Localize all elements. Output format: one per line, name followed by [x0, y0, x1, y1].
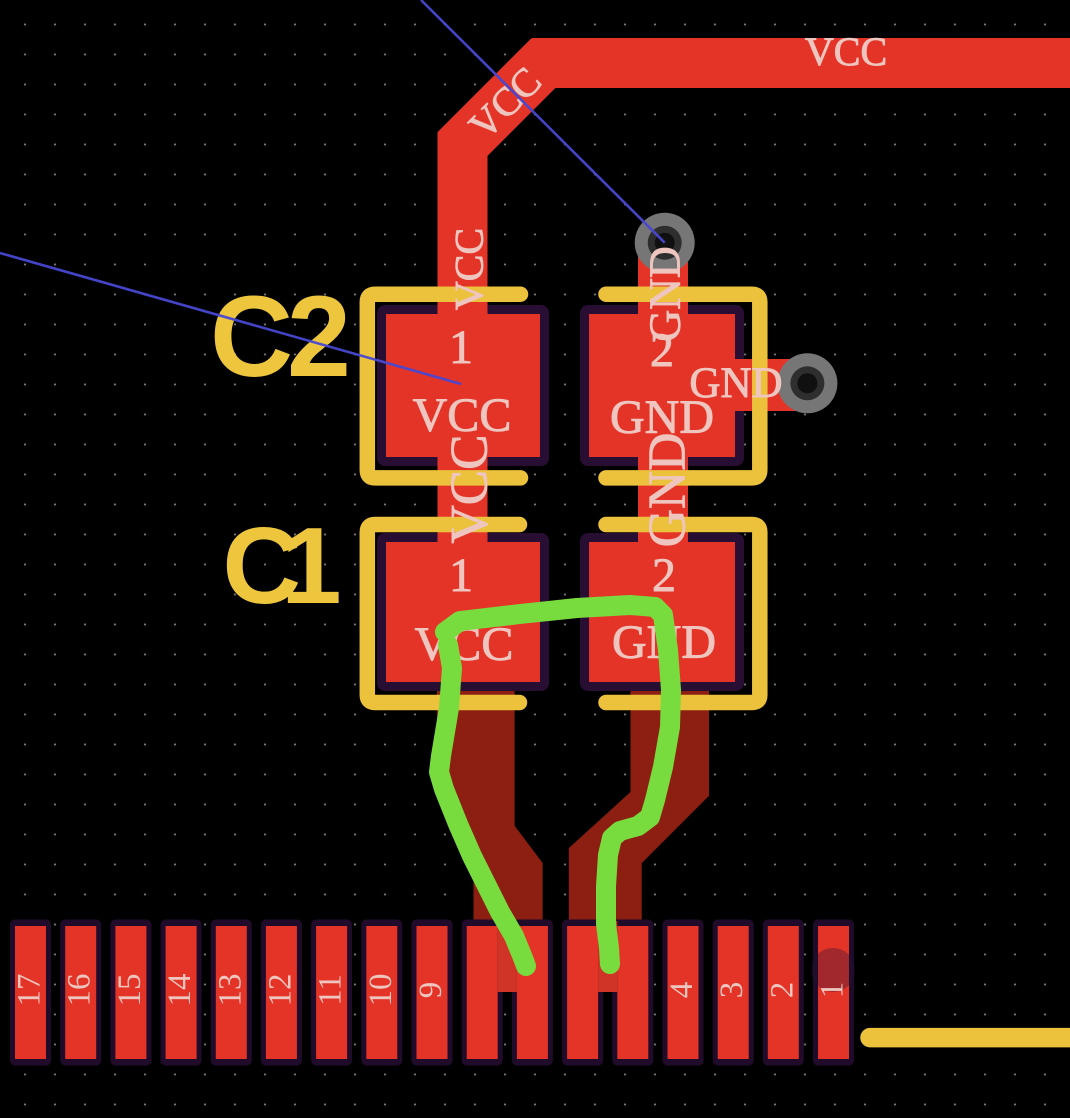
svg-text:VCC: VCC [447, 228, 492, 310]
svg-text:C2: C2 [210, 273, 347, 401]
svg-text:10: 10 [363, 974, 399, 1007]
svg-text:GND: GND [641, 246, 690, 341]
svg-text:2: 2 [764, 982, 800, 999]
svg-text:1: 1 [449, 549, 473, 602]
svg-text:11: 11 [313, 974, 349, 1006]
svg-text:15: 15 [112, 974, 148, 1007]
svg-text:GND: GND [639, 433, 697, 548]
svg-text:1: 1 [815, 982, 851, 999]
svg-text:VCC: VCC [805, 29, 887, 74]
svg-text:1: 1 [449, 321, 473, 374]
svg-text:2: 2 [652, 549, 676, 602]
svg-text:13: 13 [212, 974, 248, 1007]
svg-text:GND: GND [610, 391, 714, 444]
svg-text:GND: GND [689, 360, 782, 407]
svg-text:12: 12 [262, 974, 298, 1007]
svg-text:9: 9 [413, 982, 449, 999]
svg-text:17: 17 [12, 974, 48, 1007]
svg-text:VCC: VCC [441, 435, 499, 544]
svg-text:3: 3 [714, 982, 750, 999]
svg-text:4: 4 [664, 982, 700, 999]
svg-text:VCC: VCC [413, 389, 512, 442]
svg-text:16: 16 [62, 974, 98, 1007]
svg-text:2: 2 [650, 324, 674, 377]
svg-text:14: 14 [162, 974, 198, 1007]
svg-text:C1: C1 [222, 505, 339, 627]
